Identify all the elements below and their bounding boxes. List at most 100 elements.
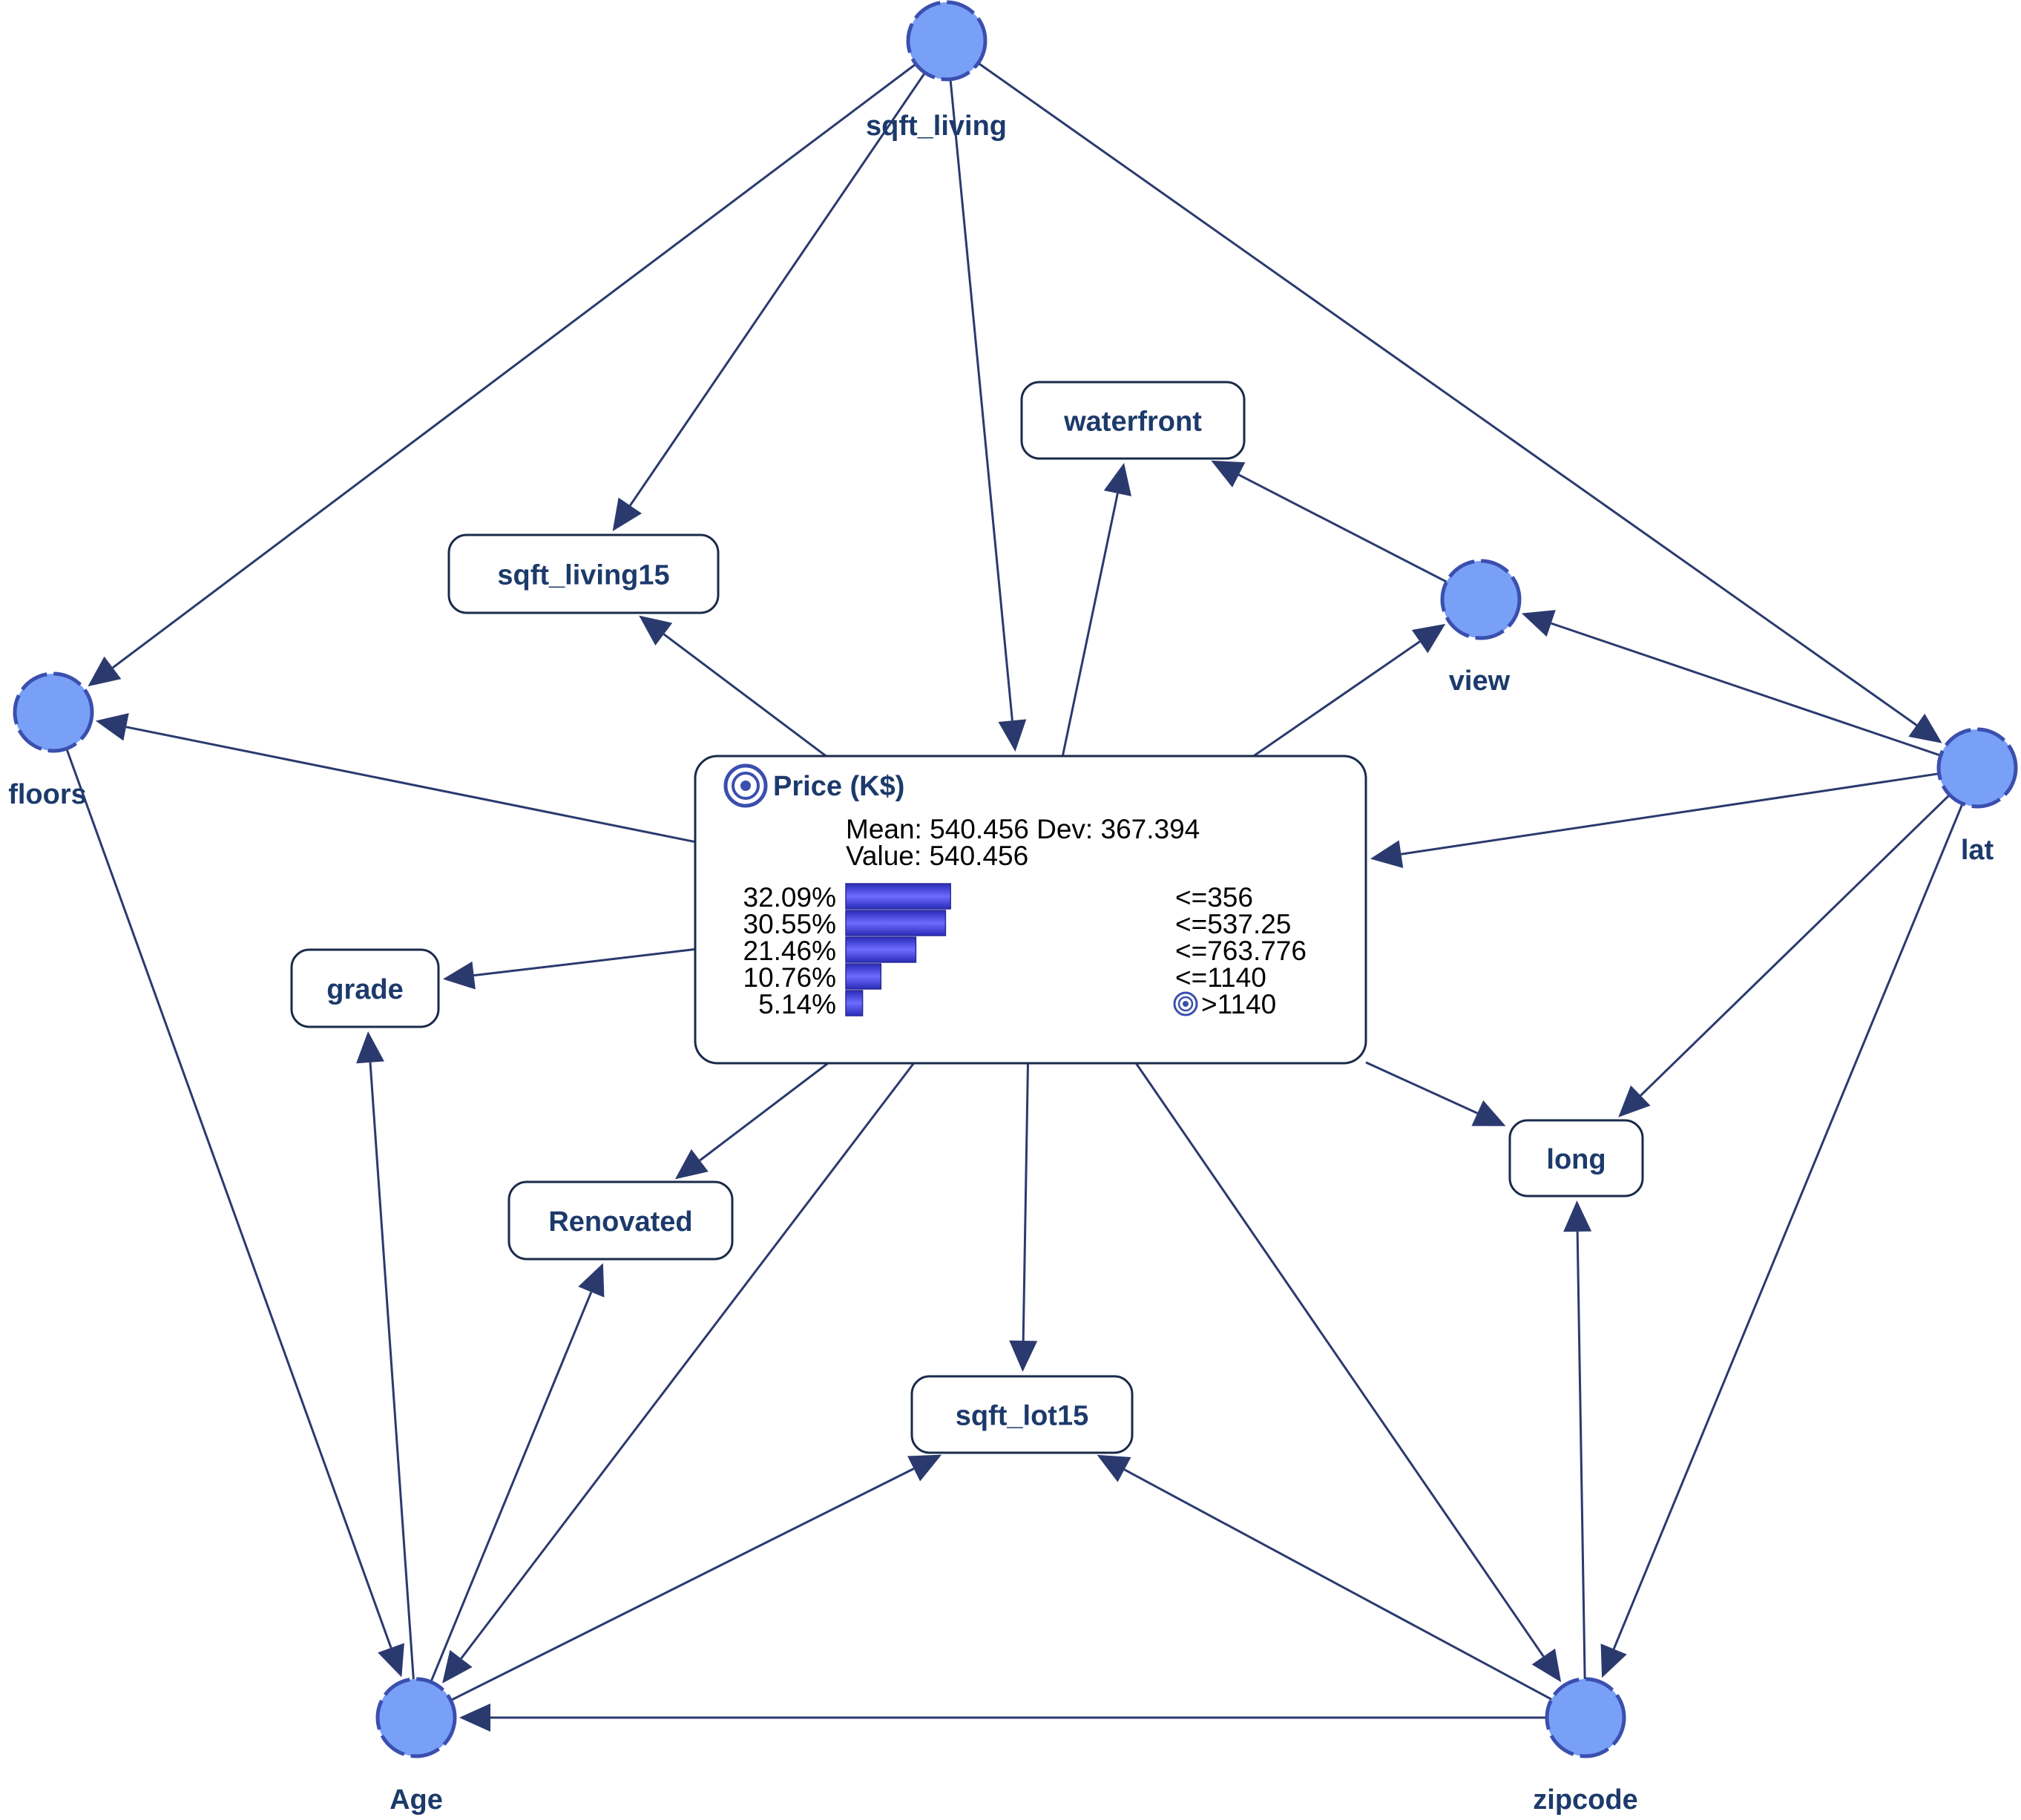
arrowhead-icon: [907, 1454, 942, 1482]
arrowhead-icon: [639, 615, 673, 646]
arrowhead-icon: [612, 497, 642, 532]
edge-lat-to-long: [1618, 794, 1951, 1117]
edge-zipcode-to-sqft_lot15: [1097, 1454, 1552, 1701]
arrowhead-icon: [95, 713, 129, 741]
arrowhead-icon: [1211, 460, 1246, 487]
edge-price-to-long: [1365, 1061, 1506, 1126]
edge-age-to-grade: [356, 1031, 415, 1680]
arrowhead-icon: [442, 1649, 473, 1683]
arrowhead-icon: [88, 656, 122, 687]
node-long[interactable]: long: [1508, 1119, 1644, 1198]
node-label: view: [1449, 666, 1511, 697]
edge-lat-to-price: [1370, 772, 1939, 869]
node-age-circle[interactable]: [375, 1677, 457, 1758]
edge-age-to-renovated: [430, 1263, 605, 1683]
monitor-row-bar: [845, 963, 882, 990]
node-label: sqft_living15: [497, 560, 669, 591]
target-icon: [723, 763, 768, 808]
monitor-row[interactable]: 30.55%<=537.25: [743, 909, 1292, 939]
monitor-row-bar: [845, 910, 947, 936]
arrowhead-icon: [1103, 462, 1131, 496]
node-sqft_living[interactable]: sqft_living: [866, 0, 1007, 142]
edge-price-to-waterfront: [1061, 462, 1131, 757]
monitor-value: Value: 540.456: [846, 841, 1028, 871]
arrowhead-icon: [1563, 1200, 1592, 1232]
node-sqft_living-circle[interactable]: [906, 0, 988, 82]
arrowhead-icon: [1097, 1454, 1131, 1482]
node-floors-circle[interactable]: [13, 671, 94, 753]
node-age[interactable]: Age: [375, 1677, 457, 1816]
arrowhead-icon: [1411, 623, 1446, 654]
edge-price-to-view: [1252, 623, 1446, 758]
edge-zipcode-to-age: [459, 1704, 1547, 1732]
monitor-row[interactable]: 32.09%<=356: [743, 882, 1253, 913]
node-sqft_living15[interactable]: sqft_living15: [447, 533, 720, 614]
node-grade[interactable]: grade: [290, 948, 440, 1028]
node-label: Renovated: [548, 1206, 692, 1238]
arrowhead-icon: [459, 1704, 490, 1732]
node-label: sqft_lot15: [956, 1401, 1088, 1432]
monitor-row-state: <=1140: [1175, 962, 1266, 993]
monitor-row-bar: [845, 990, 864, 1016]
arrowhead-icon: [674, 1149, 709, 1180]
monitor-row[interactable]: 10.76% <=1140: [743, 962, 1266, 993]
node-waterfront[interactable]: waterfront: [1020, 381, 1246, 460]
edge-floors-to-age: [65, 748, 404, 1678]
monitor-row-percent: 21.46%: [743, 936, 837, 966]
arrowhead-icon: [1531, 1648, 1562, 1683]
monitor-stats: Mean: 540.456 Dev: 367.394: [846, 814, 1200, 844]
edge-lat-to-zipcode: [1600, 803, 1964, 1678]
monitor-row-percent: 10.76%: [743, 962, 837, 993]
node-zipcode-circle[interactable]: [1545, 1677, 1626, 1758]
arrowhead-icon: [1009, 1340, 1038, 1373]
node-view-circle[interactable]: [1440, 559, 1522, 640]
node-label: grade: [326, 974, 403, 1005]
arrowhead-icon: [1618, 1085, 1651, 1117]
edge-sqft_living-to-lat: [977, 62, 1942, 743]
edges-layer: [65, 62, 1964, 1732]
edge-zipcode-to-long: [1563, 1200, 1592, 1680]
monitor-row[interactable]: 21.46%<=763.776: [743, 936, 1307, 966]
edge-price-to-floors: [95, 713, 696, 844]
node-label: floors: [8, 779, 87, 810]
target-icon: [1173, 991, 1198, 1016]
node-label: waterfront: [1063, 407, 1202, 438]
node-label: sqft_living: [866, 111, 1007, 142]
node-label: lat: [1961, 835, 1994, 866]
node-lat[interactable]: lat: [1936, 727, 2018, 866]
node-view[interactable]: view: [1440, 559, 1522, 697]
arrowhead-icon: [1908, 713, 1942, 743]
edge-lat-to-view: [1521, 610, 1942, 757]
arrowhead-icon: [578, 1263, 605, 1298]
node-floors[interactable]: floors: [8, 671, 94, 810]
monitor-row-state: <=356: [1175, 882, 1253, 913]
edge-price-to-age: [442, 1062, 915, 1683]
node-price[interactable]: Price (K$) Mean: 540.456 Dev: 367.394Valu…: [694, 755, 1367, 1065]
arrowhead-icon: [998, 719, 1027, 752]
edge-sqft_living-to-floors: [88, 63, 917, 687]
monitor-row-percent: 30.55%: [743, 909, 837, 939]
node-lat-circle[interactable]: [1936, 727, 2018, 809]
node-sqft_lot15[interactable]: sqft_lot15: [910, 1375, 1134, 1454]
arrowhead-icon: [1521, 610, 1556, 637]
node-label: zipcode: [1533, 1784, 1637, 1816]
edge-price-to-zipcode: [1134, 1062, 1562, 1683]
monitor-row-percent: 5.14%: [758, 989, 836, 1019]
edge-view-to-waterfront: [1211, 460, 1447, 583]
node-label: Age: [390, 1784, 443, 1816]
arrowhead-icon: [1370, 840, 1404, 869]
arrowhead-icon: [378, 1643, 404, 1678]
edge-price-to-renovated: [674, 1062, 829, 1180]
monitor-row-bar: [845, 883, 951, 910]
node-renovated[interactable]: Renovated: [507, 1180, 734, 1261]
monitor-row-bar: [845, 936, 917, 963]
node-zipcode[interactable]: zipcode: [1533, 1677, 1638, 1816]
monitor-title: Price (K$): [773, 771, 904, 802]
edge-price-to-sqft_living15: [639, 615, 827, 758]
node-label: long: [1546, 1144, 1606, 1175]
edge-price-to-grade: [442, 947, 696, 990]
monitor-row[interactable]: 5.14% >1140: [758, 989, 1276, 1019]
monitor-row-state: >1140: [1201, 989, 1276, 1019]
